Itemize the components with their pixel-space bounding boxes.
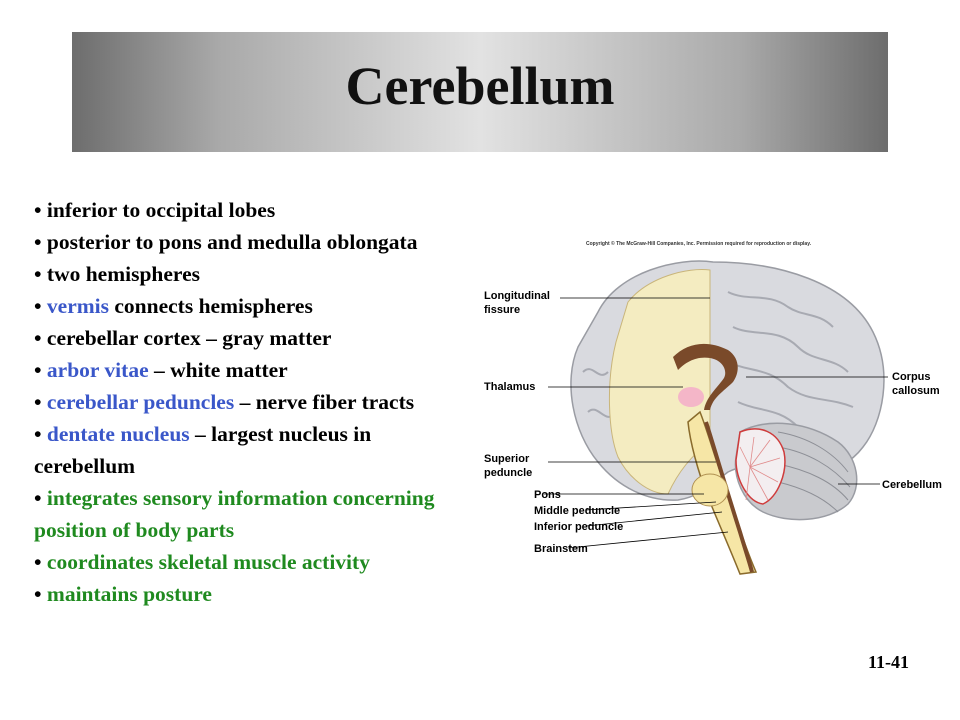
bullet-item: • inferior to occipital lobes bbox=[34, 198, 276, 222]
slide-title: Cerebellum bbox=[345, 56, 615, 116]
bullet-item: • arbor vitae – white matter bbox=[34, 358, 288, 382]
thalamus-shape bbox=[678, 387, 704, 407]
key-term: cerebellar peduncles bbox=[46, 390, 235, 414]
bullet-item: • cerebellar cortex – gray matter bbox=[34, 326, 332, 350]
label-corpus: Corpus bbox=[892, 371, 931, 383]
label-inferior-peduncle: Inferior peduncle bbox=[534, 521, 623, 533]
label-pons: Pons bbox=[534, 489, 561, 501]
bullet-item: • coordinates skeletal muscle activity bbox=[34, 550, 370, 574]
pons-shape bbox=[691, 473, 729, 507]
label-middle-peduncle: Middle peduncle bbox=[534, 505, 620, 517]
leader-lines bbox=[544, 297, 888, 549]
key-term: dentate nucleus bbox=[46, 422, 190, 446]
bullet-item: • vermis connects hemispheres bbox=[34, 294, 313, 318]
key-term: arbor vitae bbox=[46, 358, 149, 382]
bullet-list: • inferior to occipital lobes • posterio… bbox=[34, 194, 464, 610]
arbor-vitae-shape bbox=[735, 428, 786, 505]
copyright-notice: Copyright © The McGraw-Hill Companies, I… bbox=[586, 240, 812, 247]
bullet-item: • cerebellar peduncles – nerve fiber tra… bbox=[34, 390, 415, 414]
function-text: maintains posture bbox=[46, 582, 212, 606]
label-superior: Superior bbox=[484, 453, 530, 465]
corpus-callosum-shape bbox=[673, 343, 738, 410]
label-brainstem: Brainstem bbox=[534, 543, 588, 555]
brain-figure: Copyright © The McGraw-Hill Companies, I… bbox=[478, 232, 950, 582]
bullet-item: • two hemispheres bbox=[34, 262, 200, 286]
label-fissure: fissure bbox=[484, 304, 520, 316]
bullet-item: • integrates sensory information concern… bbox=[34, 486, 435, 542]
function-text: integrates sensory information concernin… bbox=[34, 486, 435, 542]
title-banner: Cerebellum bbox=[72, 32, 888, 152]
bullet-item: • maintains posture bbox=[34, 582, 212, 606]
bullet-item: • posterior to pons and medulla oblongat… bbox=[34, 230, 418, 254]
label-thalamus: Thalamus bbox=[484, 381, 535, 393]
function-text: coordinates skeletal muscle activity bbox=[46, 550, 370, 574]
gyri-lines bbox=[582, 291, 854, 428]
fourth-ventricle-line bbox=[704, 421, 754, 573]
key-term: vermis bbox=[46, 294, 109, 318]
label-cerebellum: Cerebellum bbox=[882, 479, 942, 491]
cerebellum-folia bbox=[777, 431, 851, 513]
slide-number: 11-41 bbox=[868, 652, 910, 672]
label-longitudinal: Longitudinal bbox=[484, 290, 550, 302]
bullet-item: • dentate nucleus – largest nucleus in c… bbox=[34, 422, 372, 478]
arbor-branches bbox=[739, 436, 781, 501]
label-callosum: callosum bbox=[892, 385, 940, 397]
label-peduncle: peduncle bbox=[484, 467, 532, 479]
